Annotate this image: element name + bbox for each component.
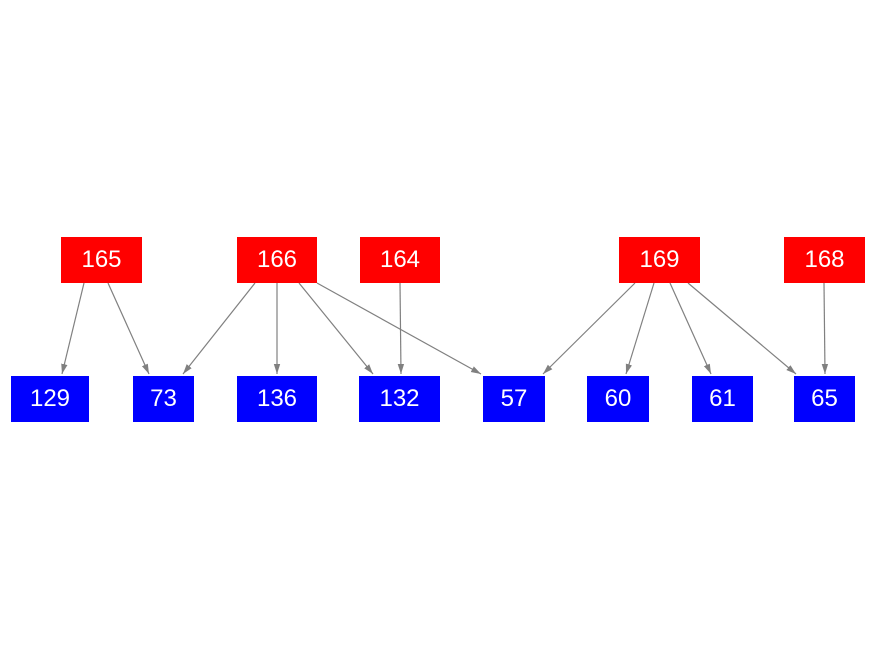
edge-165-73	[107, 282, 150, 375]
edge-168-65	[821, 282, 829, 375]
node-165: 165	[61, 237, 142, 283]
edge-169-60	[625, 282, 655, 375]
node-169: 169	[619, 237, 700, 283]
edge-169-61	[669, 282, 712, 375]
node-129: 129	[11, 376, 89, 422]
node-136: 136	[237, 376, 317, 422]
node-60: 60	[587, 376, 649, 422]
edge-169-65	[687, 282, 797, 375]
edge-164-132	[397, 282, 405, 375]
edge-166-73	[182, 282, 256, 375]
node-57: 57	[483, 376, 545, 422]
edge-166-57	[316, 282, 482, 375]
node-168: 168	[784, 237, 865, 283]
edge-169-57	[542, 282, 636, 375]
node-65: 65	[794, 376, 855, 422]
edge-group	[61, 282, 829, 375]
node-73: 73	[133, 376, 194, 422]
edge-166-132	[298, 282, 374, 375]
node-166: 166	[237, 237, 317, 283]
node-164: 164	[360, 237, 440, 283]
node-132: 132	[359, 376, 440, 422]
edge-165-129	[61, 282, 85, 375]
node-61: 61	[692, 376, 753, 422]
